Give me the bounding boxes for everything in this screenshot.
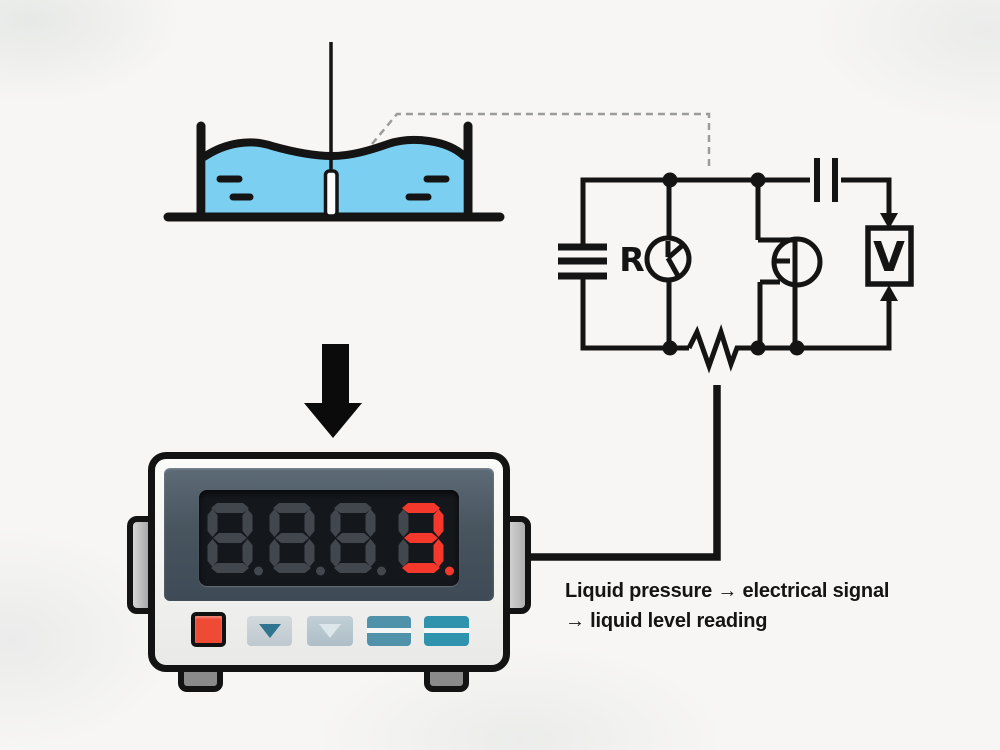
seven-segment-display — [199, 490, 459, 586]
digit-segment — [398, 509, 409, 537]
voltmeter-arrow-bottom — [880, 285, 898, 301]
digit-segment — [365, 509, 376, 537]
digit-segment — [336, 533, 370, 543]
digit-segment — [330, 509, 341, 537]
signal-output-wire — [524, 385, 721, 561]
digit-segment — [304, 509, 315, 537]
meter-down-button-2 — [307, 616, 353, 646]
button-stripe — [424, 628, 469, 633]
triangle-down-icon — [319, 624, 341, 638]
digit-segment — [404, 533, 438, 543]
capacitor-symbol — [558, 243, 607, 280]
digit-segment — [211, 563, 249, 573]
digit-segment — [304, 539, 315, 567]
meter-down-button-1 — [247, 616, 292, 646]
digit-segment — [402, 563, 440, 573]
digit-segment — [242, 509, 253, 537]
digit-segment — [213, 533, 247, 543]
digit-segment — [269, 539, 280, 567]
digit-segment — [433, 539, 444, 567]
caption-line-2: → liquid level reading — [565, 610, 768, 632]
liquid-tank — [163, 42, 505, 222]
voltmeter-symbol — [865, 213, 914, 301]
meter-power-button — [191, 612, 226, 647]
circuit-top-wire — [580, 177, 810, 247]
caption-line-1: Liquid pressure → electrical signal — [565, 580, 890, 602]
circuit-bottom-wire — [580, 276, 689, 351]
seven-segment-digits — [207, 503, 454, 576]
digit-segment — [433, 509, 444, 537]
transistor-symbol — [755, 180, 823, 348]
down-arrow-icon — [304, 344, 362, 438]
digit-segment — [273, 563, 311, 573]
digit-segment — [365, 539, 376, 567]
decimal-point — [377, 566, 386, 576]
liquid-ripple-dashes — [216, 175, 450, 201]
meter-function-button-1 — [367, 616, 411, 646]
junction-dots — [662, 172, 805, 356]
voltmeter-arrow-top — [880, 213, 898, 229]
digit-segment — [211, 503, 249, 513]
circuit-bottom-wire-right — [758, 301, 892, 351]
sensor-signal-dashed-line — [371, 112, 711, 167]
circuit-top-wire-right — [841, 177, 892, 214]
voltmeter-label: V — [873, 233, 905, 281]
caption: Liquid pressure → electrical signal → li… — [565, 576, 965, 636]
digit-segment — [273, 503, 311, 513]
triangle-down-icon — [258, 624, 281, 638]
digit-segment — [242, 539, 253, 567]
oscillator-label: R — [619, 240, 644, 279]
decimal-point — [316, 566, 325, 576]
digit-segment — [330, 539, 341, 567]
digit-segment — [334, 503, 372, 513]
digit-segment — [334, 563, 372, 573]
digit-segment — [275, 533, 309, 543]
digit-segment — [398, 539, 409, 567]
meter-function-button-2 — [424, 616, 469, 646]
decimal-point — [445, 566, 454, 576]
digit-segment — [269, 509, 280, 537]
button-stripe — [367, 628, 411, 633]
resistor-symbol — [686, 324, 758, 374]
oscillator-symbol — [644, 180, 692, 348]
sensor-circuit — [558, 158, 914, 374]
decimal-point — [254, 566, 263, 576]
digit-segment — [207, 509, 218, 537]
coupling-capacitor-symbol — [814, 158, 838, 202]
probe-sensor — [323, 169, 339, 218]
digit-segment — [402, 503, 440, 513]
digit-segment — [207, 539, 218, 567]
